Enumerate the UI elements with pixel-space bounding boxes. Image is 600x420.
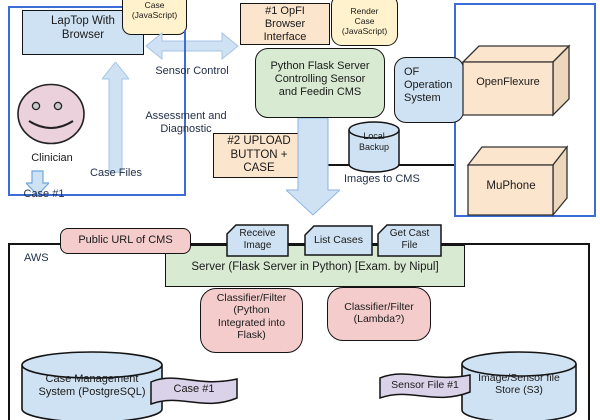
- assessment-label: Assessment and Diagnostic: [145, 110, 227, 136]
- group-border-segment: [184, 30, 186, 64]
- of-os-label: OF Operation System: [404, 66, 453, 104]
- list-cases-card: [304, 225, 373, 256]
- case-1-label: Case #1: [173, 383, 215, 395]
- muphone-label: MuPhone: [486, 180, 536, 192]
- sensor-control-double-arrow: [146, 32, 238, 60]
- public-url-node: [60, 228, 191, 254]
- s3-store-cylinder: [461, 351, 577, 420]
- case-output-label: Case #1: [23, 188, 65, 200]
- flask-controller-node: [255, 48, 385, 118]
- cms-db-cylinder: [21, 351, 163, 420]
- classifier-flask-label: Classifier/Filter (Python Integrated int…: [216, 292, 287, 342]
- render-case-right-node: [331, 0, 398, 46]
- classifier-flask-node: [200, 288, 303, 353]
- muphone-3d-box: [466, 145, 569, 217]
- sensor-file-tape: [379, 373, 471, 400]
- local-backup-label: Local Backup: [358, 131, 390, 152]
- openflexure-3d-box: [461, 44, 571, 117]
- receive-image-label: Receive Image: [239, 228, 276, 251]
- clinician-face-icon: [17, 83, 85, 145]
- get-cast-file-label: Get Cast File: [389, 228, 430, 251]
- case-files-label: Case Files: [90, 167, 142, 179]
- render-case-left-label: Render Case (JavaScript): [131, 0, 178, 21]
- render-case-right-label: Render Case (JavaScript): [341, 6, 388, 37]
- sensor-control-label: Sensor Control: [155, 65, 229, 77]
- public-url-label: Public URL of CMS: [78, 234, 173, 246]
- clinician-down-arrow: [26, 170, 49, 196]
- clinician-label: Clinician: [31, 152, 73, 164]
- server-bar-label: Server (Flask Server in Python) [Exam. b…: [191, 261, 439, 273]
- case-1-tape: [150, 377, 238, 406]
- sensor-file-label: Sensor File #1: [391, 379, 459, 391]
- opfi-interface-node: [240, 3, 330, 45]
- case-files-up-arrow: [102, 62, 129, 173]
- classifier-lambda-label: Classifier/Filter (Lambda?): [344, 301, 414, 326]
- classifier-lambda-node: [327, 287, 431, 341]
- clinician-group-box: [8, 6, 186, 196]
- upload-button-label: #2 UPLOAD BUTTON + CASE: [227, 135, 291, 175]
- local-backup-cylinder: [348, 121, 400, 173]
- list-cases-label: List Cases: [313, 234, 364, 246]
- render-case-left-node: [122, 0, 187, 35]
- openflexure-label: OpenFlexure: [476, 76, 540, 88]
- get-cast-file-card: [377, 224, 442, 257]
- upload-button-node: [213, 133, 305, 178]
- cms-db-label: Case Management System (PostgreSQL): [38, 373, 146, 398]
- receive-image-card: [226, 224, 289, 257]
- laptop-label: LapTop With Browser: [51, 15, 115, 41]
- flask-controller-label: Python Flask Server Controlling Sensor a…: [270, 60, 370, 98]
- upload-down-arrow: [286, 118, 340, 216]
- images-to-cms-label: Images to CMS: [344, 173, 420, 185]
- aws-group-box: [8, 243, 590, 420]
- opfi-interface-label: #1 OpFI Browser Interface: [263, 5, 307, 43]
- aws-label: AWS: [24, 252, 49, 264]
- s3-store-label: Image/Sensor file Store (S3): [478, 372, 560, 397]
